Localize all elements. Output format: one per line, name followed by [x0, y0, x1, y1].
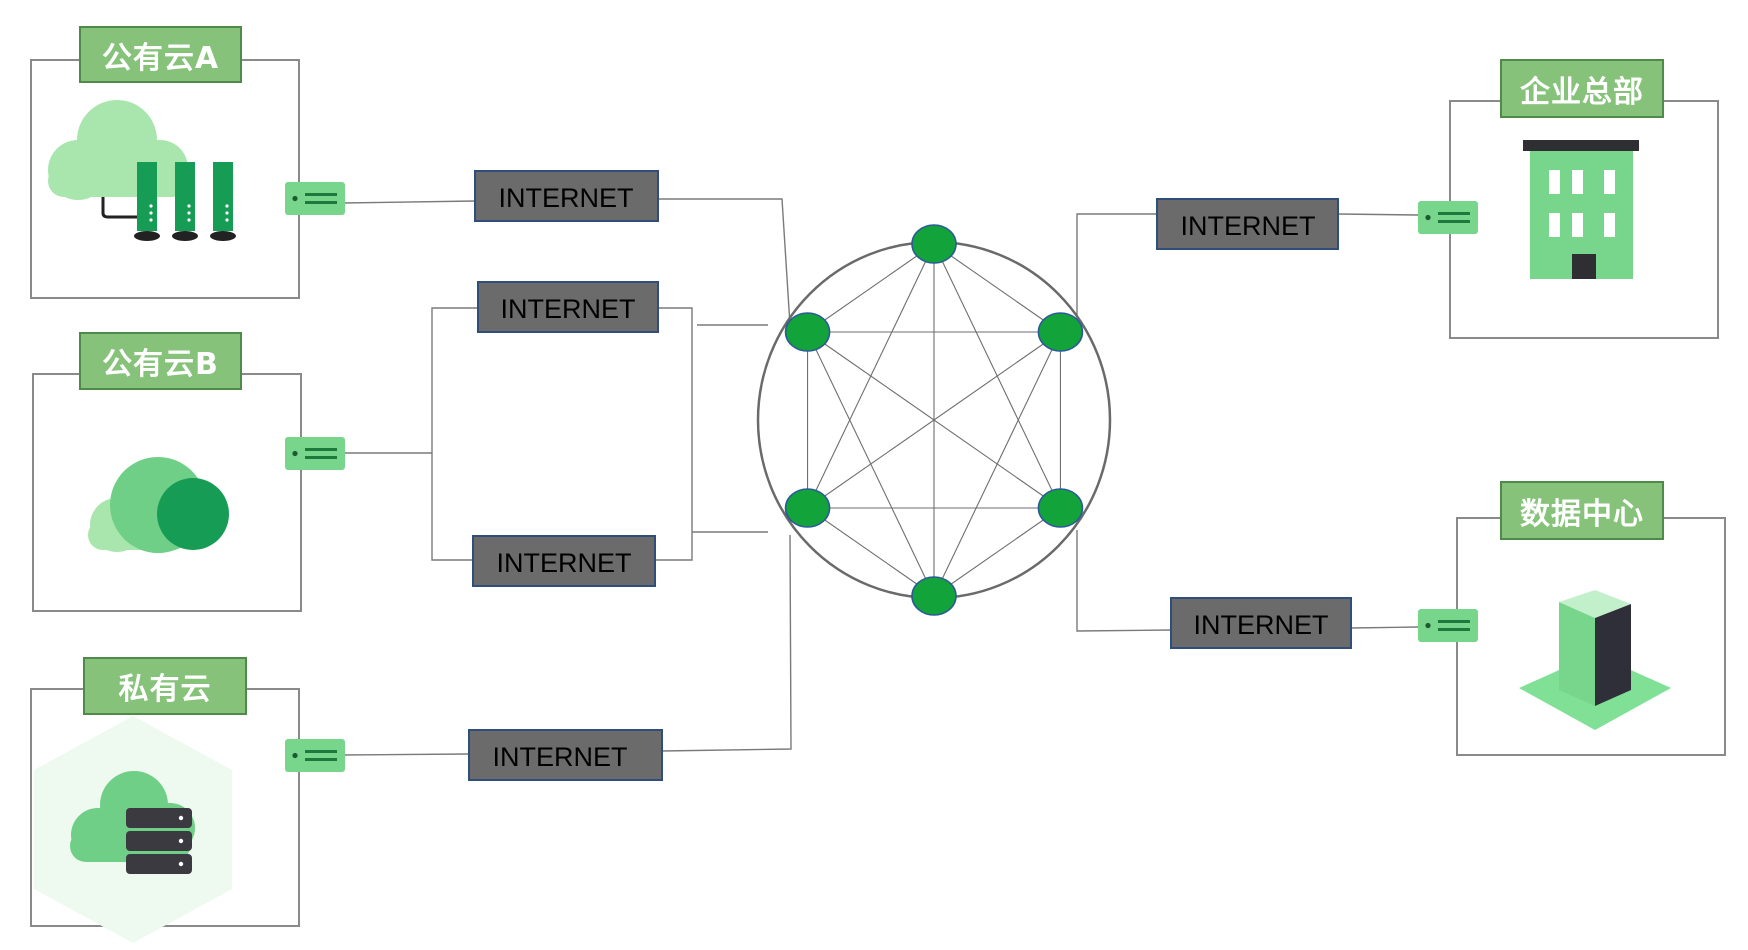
internet-box-5: INTERNET — [1156, 198, 1339, 250]
backbone-ring — [756, 224, 1112, 616]
ring-node-5 — [784, 488, 831, 528]
site-title-private-cloud: 私有云 — [83, 657, 247, 715]
internet-box-1: INTERNET — [474, 170, 659, 222]
internet-label-6: INTERNET — [1194, 610, 1329, 640]
ring-nodes — [784, 224, 1084, 616]
internet-box-2: INTERNET — [477, 281, 659, 333]
gateway-device-icon — [1418, 201, 1478, 234]
mesh-link — [807, 507, 935, 597]
building-icon — [1523, 140, 1639, 279]
ring-node-6 — [784, 312, 831, 352]
mesh-link — [807, 331, 1061, 509]
datacenter-icon — [1519, 590, 1671, 730]
internet-label-1: INTERNET — [499, 183, 634, 213]
gateway-device-icon — [285, 182, 345, 215]
internet-label-2: INTERNET — [501, 294, 636, 324]
internet-label-5: INTERNET — [1181, 211, 1316, 241]
ring-node-4 — [911, 576, 957, 616]
connector-internet-1-ring — [658, 198, 791, 326]
connector-hq — [1337, 213, 1419, 216]
internet-box-3: INTERNET — [472, 535, 656, 587]
cloud-server-icon — [48, 100, 236, 241]
mesh-link — [807, 331, 935, 597]
site-title-public-cloud-a: 公有云A — [79, 26, 242, 83]
connector-ring-internet-5 — [1076, 213, 1157, 327]
gateway-devices — [285, 182, 1478, 772]
private-cloud-server-icon — [34, 716, 232, 943]
ring-node-2 — [1037, 312, 1084, 352]
ring-node-3 — [1037, 488, 1084, 528]
gateway-device-icon — [285, 739, 345, 772]
mesh-link — [933, 507, 1061, 597]
internet-boxes: INTERNET INTERNET INTERNET INTERNET INTE… — [468, 170, 1352, 781]
mesh-links — [807, 243, 1061, 597]
connector-datacenter — [1350, 626, 1419, 629]
gateway-device-icon — [285, 437, 345, 470]
cloud-icon — [88, 457, 229, 553]
internet-label-3: INTERNET — [497, 548, 632, 578]
mesh-link — [807, 243, 935, 333]
internet-label-4: INTERNET — [493, 742, 628, 772]
site-title-data-center: 数据中心 — [1500, 481, 1664, 540]
connector-internet-4-ring — [661, 534, 792, 752]
internet-box-4: INTERNET — [468, 729, 663, 781]
connector-cloud-a — [341, 200, 476, 204]
gateway-device-icon — [1418, 609, 1478, 642]
internet-box-6: INTERNET — [1170, 597, 1352, 649]
connector-lines — [341, 198, 1419, 756]
connector-ring-internet-6 — [1076, 530, 1172, 632]
ring-node-1 — [911, 224, 957, 264]
site-title-public-cloud-b: 公有云B — [79, 332, 242, 390]
connector-internet-2-ring — [655, 307, 693, 561]
mesh-link — [933, 243, 1061, 333]
connector-private-cloud — [341, 753, 470, 756]
connector-cloud-b-bracket — [431, 307, 478, 561]
site-title-enterprise-hq: 企业总部 — [1500, 59, 1664, 118]
